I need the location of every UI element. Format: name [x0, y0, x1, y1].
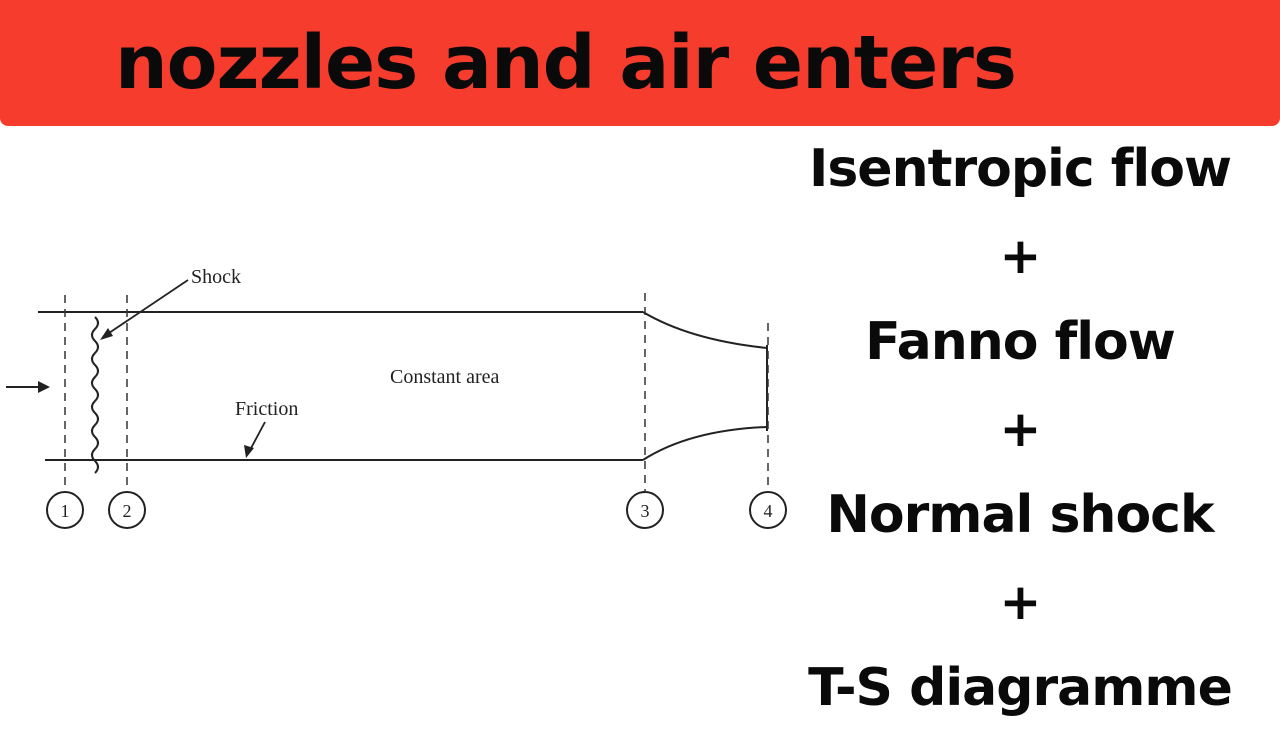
shock-pointer: [100, 279, 189, 340]
station-circle-1: [46, 491, 84, 529]
title-banner: nozzles and air enters: [0, 0, 1280, 126]
station-number-4: 4: [764, 501, 773, 521]
station-number-1: 1: [61, 501, 70, 521]
station-circle-2: [108, 491, 146, 529]
friction-label: Friction: [235, 398, 298, 420]
station-number-3: 3: [641, 501, 650, 521]
shock-label: Shock: [191, 266, 241, 288]
station-markers: [46, 491, 787, 529]
topic-ts-diagramme: T-S diagramme: [808, 658, 1233, 718]
friction-pointer: [244, 421, 266, 458]
station-circle-4: [749, 491, 787, 529]
plus-sign: +: [999, 226, 1042, 285]
duct-diagram: Shock Constant area Friction 1 2 3 4: [6, 266, 787, 529]
flow-arrow: [6, 381, 50, 393]
topic-isentropic-flow: Isentropic flow: [809, 139, 1232, 199]
station-lines: [64, 293, 769, 491]
nozzle-lower-wall: [642, 426, 768, 461]
station-circle-3: [626, 491, 664, 529]
plus-sign: +: [999, 572, 1042, 631]
plus-sign: +: [999, 399, 1042, 458]
topic-normal-shock: Normal shock: [826, 485, 1214, 545]
nozzle-upper-wall: [642, 311, 768, 349]
topic-list: Isentropic flow + Fanno flow + Normal sh…: [770, 126, 1270, 732]
banner-title: nozzles and air enters: [115, 20, 1017, 106]
station-number-2: 2: [123, 501, 132, 521]
topic-fanno-flow: Fanno flow: [865, 312, 1176, 372]
constant-area-label: Constant area: [390, 366, 500, 388]
shock-wave: [91, 316, 99, 474]
